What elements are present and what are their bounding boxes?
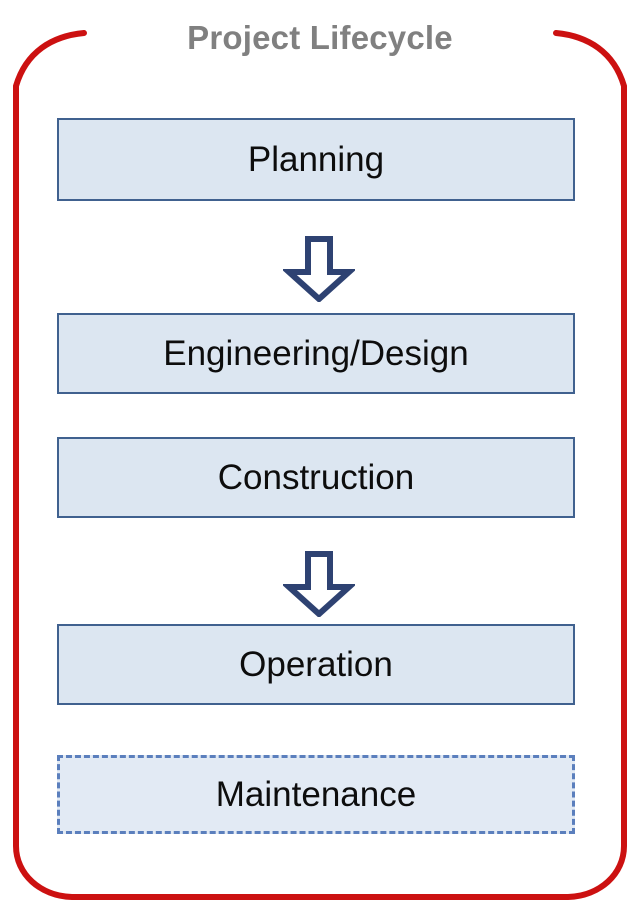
down-block-arrow-icon bbox=[283, 551, 355, 617]
stage-label-planning: Planning bbox=[247, 140, 385, 179]
down-block-arrow-icon bbox=[283, 236, 355, 302]
stage-label-construction: Construction bbox=[217, 458, 415, 497]
stage-label-engineering-design: Engineering/Design bbox=[163, 334, 469, 373]
stage-label-maintenance: Maintenance bbox=[215, 775, 417, 814]
stage-box-construction[interactable]: Construction bbox=[57, 437, 575, 518]
stage-box-maintenance[interactable]: Maintenance bbox=[57, 755, 575, 834]
stage-box-engineering-design[interactable]: Engineering/Design bbox=[57, 313, 575, 394]
stage-box-operation[interactable]: Operation bbox=[57, 624, 575, 705]
diagram-title: Project Lifecycle bbox=[187, 19, 453, 56]
stage-label-operation: Operation bbox=[239, 645, 393, 684]
stage-box-planning[interactable]: Planning bbox=[57, 118, 575, 201]
